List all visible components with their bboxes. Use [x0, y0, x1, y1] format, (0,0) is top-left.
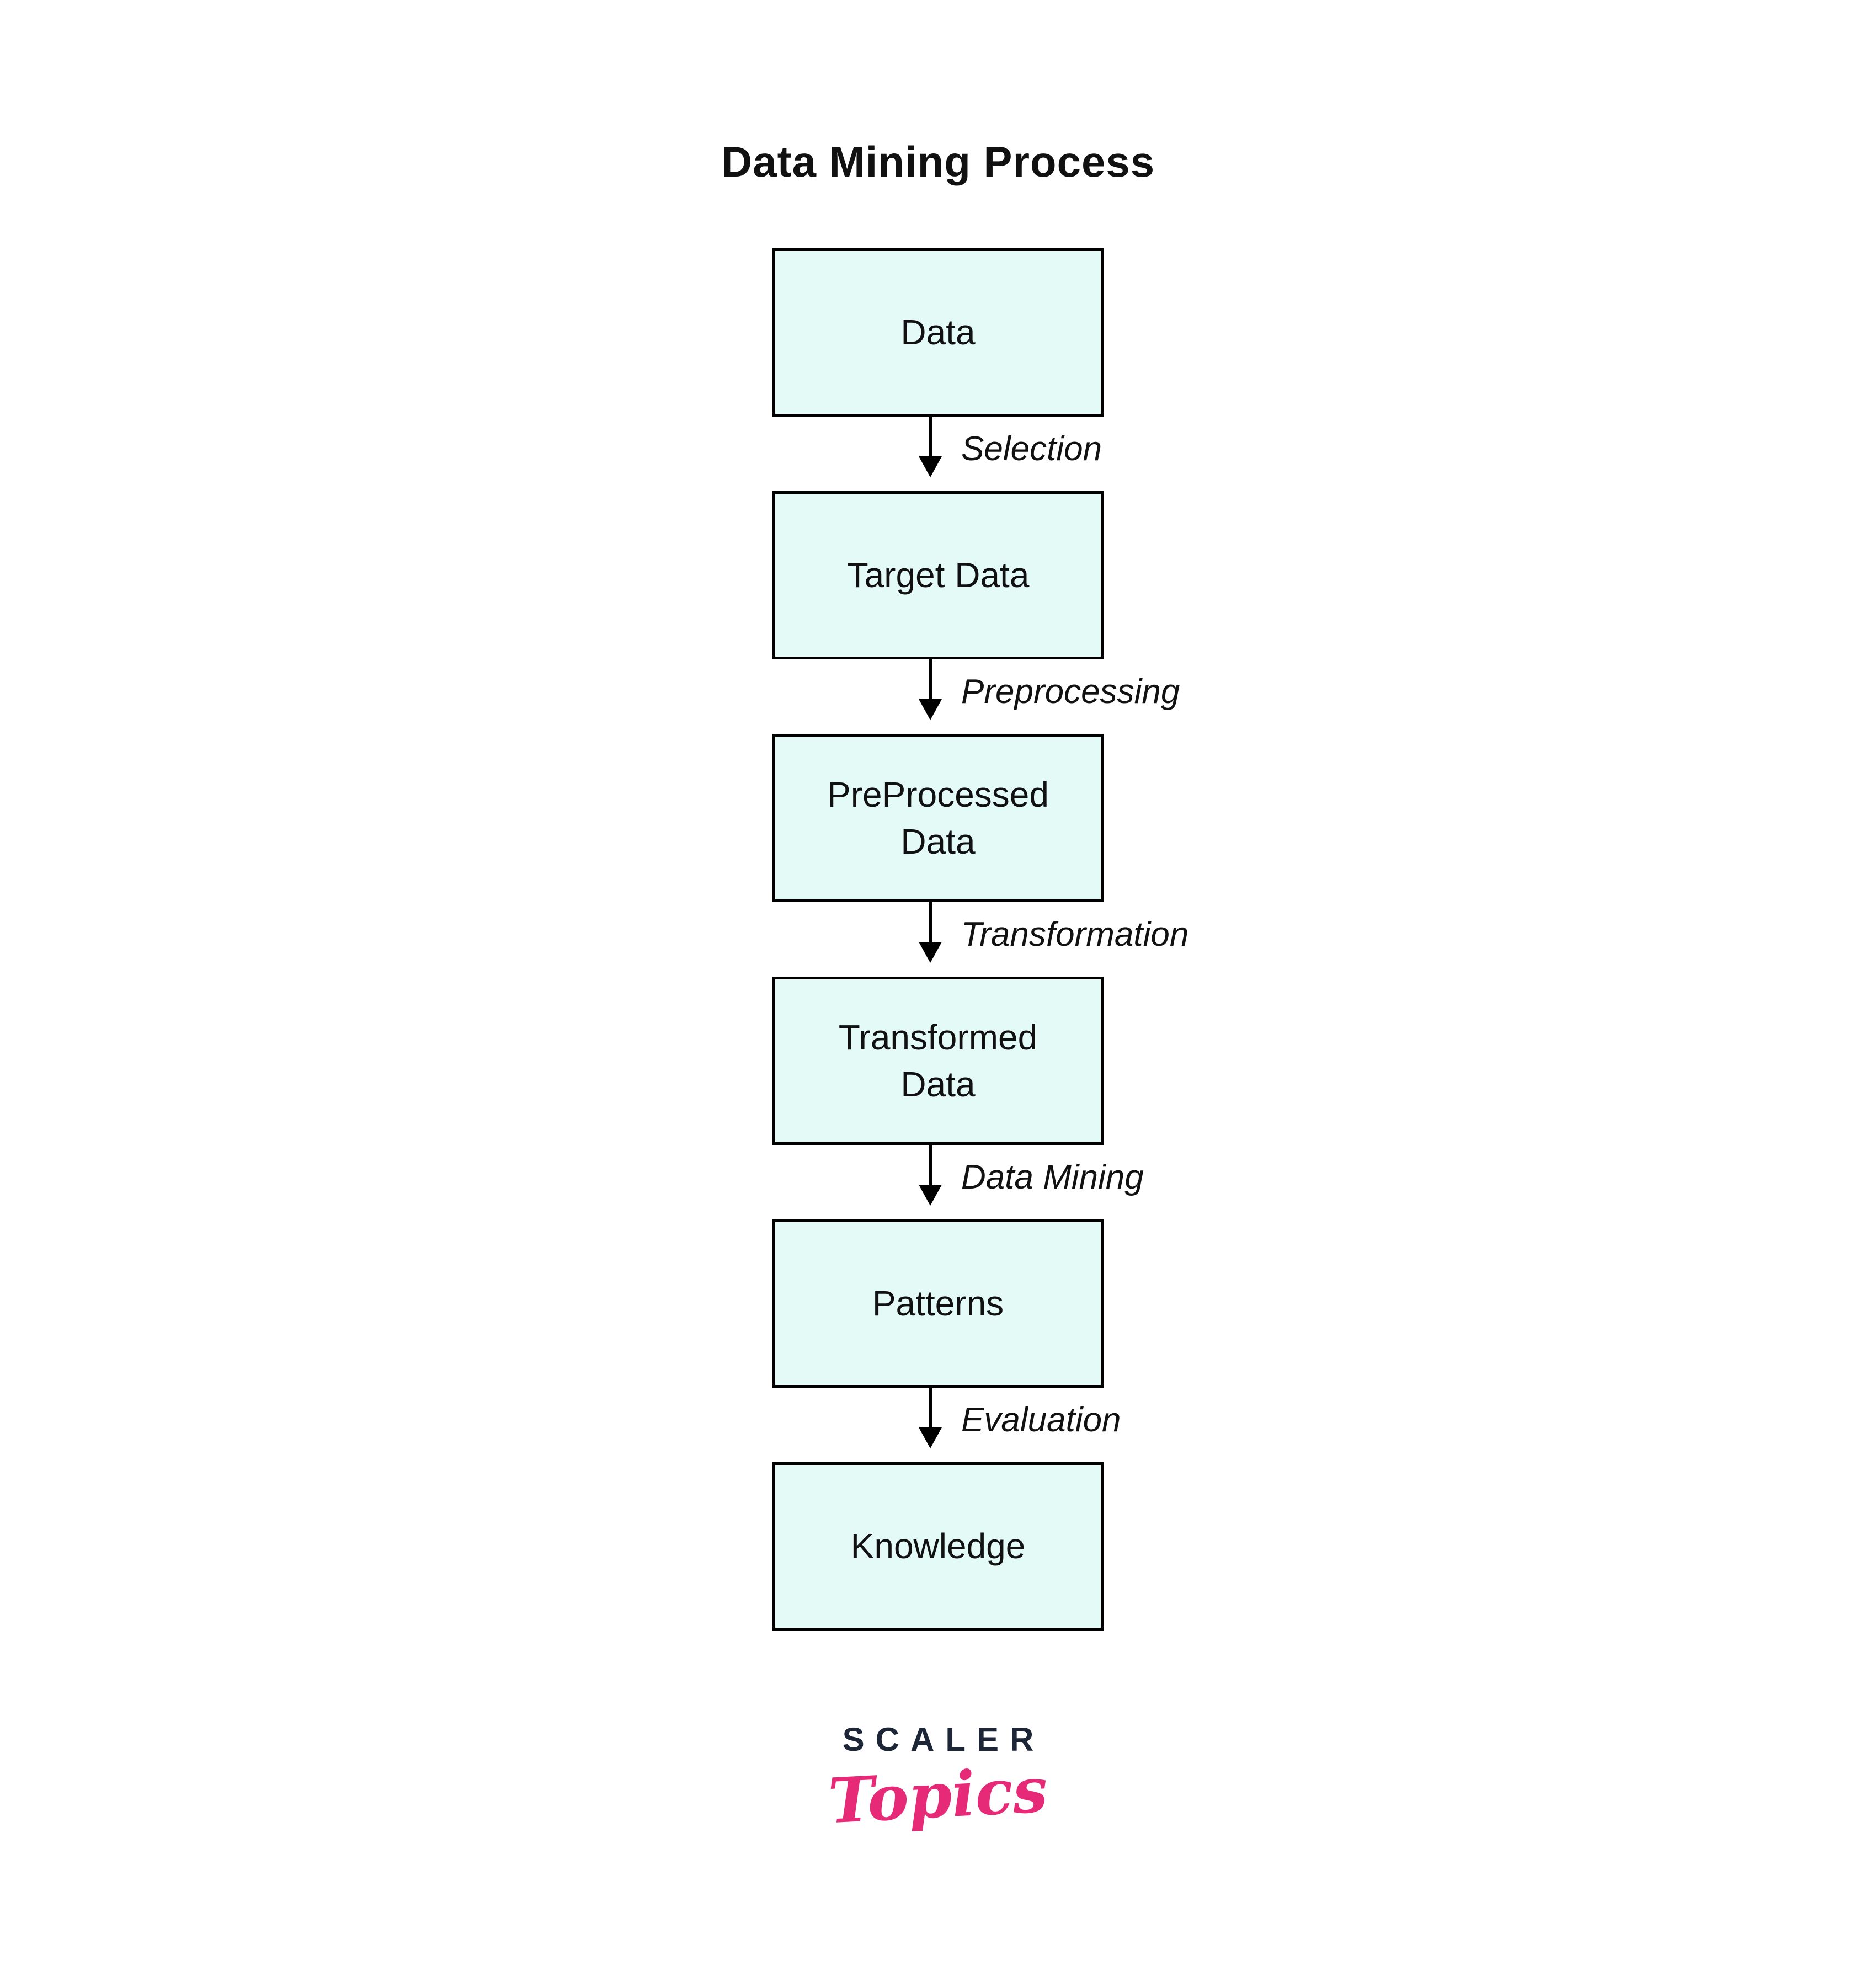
edge-label-data-mining: Data Mining — [961, 1158, 1144, 1196]
edge-label-evaluation: Evaluation — [961, 1401, 1121, 1439]
node-label: Target Data — [846, 555, 1030, 595]
arrow-shaft — [929, 1388, 932, 1430]
arrow-shaft — [929, 902, 932, 944]
arrow-down-icon — [919, 942, 942, 963]
edge-label-selection: Selection — [961, 430, 1102, 468]
node-label-line: PreProcessed — [827, 775, 1049, 815]
edge-label-transformation: Transformation — [961, 915, 1189, 953]
node-box-data: Data — [772, 248, 1104, 417]
arrow-down-icon — [919, 699, 942, 720]
node-label-line: Data — [900, 1064, 976, 1104]
edge-label-preprocessing: Preprocessing — [961, 673, 1180, 711]
node-label-line: Data — [900, 821, 976, 861]
node-box-target-data: Target Data — [772, 491, 1104, 659]
arrow-down-icon — [919, 1185, 942, 1206]
logo-brand-text: SCALER — [842, 1721, 1045, 1758]
node-label: Data — [900, 312, 976, 353]
arrow-shaft — [929, 1145, 932, 1187]
scaler-topics-logo: SCALER Topics — [745, 1720, 1131, 1837]
node-label-line: Transformed — [838, 1017, 1038, 1058]
arrow-down-icon — [919, 456, 942, 477]
node-box-knowledge: Knowledge — [772, 1462, 1104, 1631]
node-box-preprocessed-data: PreProcessed Data — [772, 734, 1104, 902]
arrow-shaft — [929, 417, 932, 459]
node-label: Knowledge — [850, 1526, 1026, 1567]
node-box-transformed-data: Transformed Data — [772, 977, 1104, 1145]
logo-wordmark-text: Topics — [827, 1754, 1049, 1838]
node-label: Patterns — [872, 1283, 1004, 1324]
node-box-patterns: Patterns — [772, 1219, 1104, 1388]
arrow-down-icon — [919, 1427, 942, 1448]
page-title: Data Mining Process — [721, 137, 1155, 186]
arrow-shaft — [929, 659, 932, 701]
